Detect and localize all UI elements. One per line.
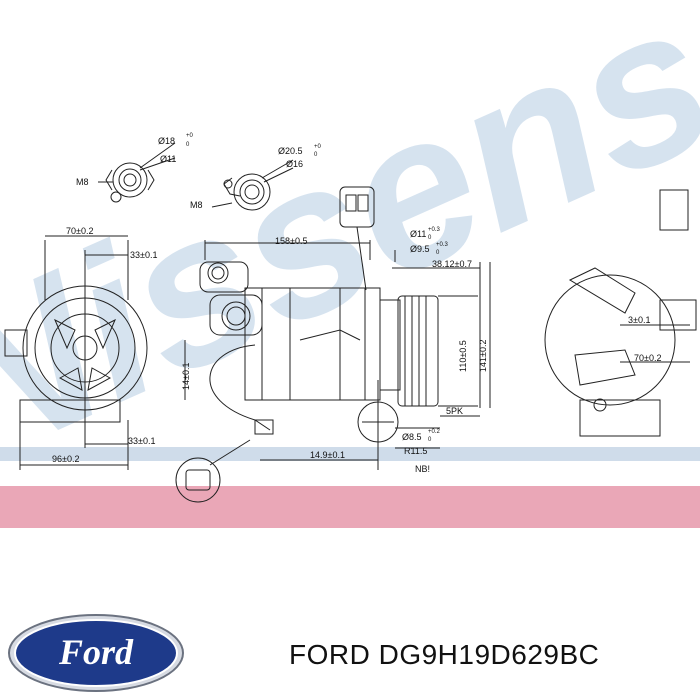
- connector-detail: [339, 186, 375, 291]
- dim-length: 158±0.5: [275, 236, 307, 246]
- dim-large-thread: M8: [190, 200, 203, 210]
- dim-pulley-offset: 38.12±0.7: [432, 259, 472, 269]
- dim-small-inner: Ø11: [160, 154, 176, 164]
- dim-radius: R11.5: [404, 446, 427, 456]
- dim-large-outer-tol-hi: +0: [314, 144, 322, 150]
- dim-left-offset-bottom: 33±0.1: [128, 436, 155, 446]
- dim-left-offset-top: 33±0.1: [130, 250, 157, 260]
- dim-large-outer: Ø20.5: [278, 146, 303, 156]
- dim-left-width-top: 70±0.2: [66, 226, 93, 236]
- left-end-view: [4, 235, 148, 470]
- dim-port-1: Ø11: [410, 229, 426, 239]
- dim-port-1-tol-lo: 0: [428, 235, 432, 241]
- dim-note: NB!: [415, 464, 430, 474]
- dim-small-outer-tol-lo: 0: [186, 142, 190, 148]
- small-fitting-detail: [98, 142, 176, 203]
- dim-port-2: Ø9.5: [410, 244, 430, 254]
- dim-large-inner: Ø16: [286, 159, 303, 169]
- dim-port-2-tol-lo: 0: [436, 250, 440, 256]
- dim-mount-hole-tol-hi: +0.2: [428, 429, 441, 435]
- dim-small-outer-tol-hi: +0: [186, 133, 194, 139]
- dim-belt: 5PK: [446, 406, 463, 416]
- ford-logo: Ford: [8, 614, 184, 692]
- large-fitting-detail: [211, 159, 294, 211]
- dim-mount-offset: 14.9±0.1: [310, 450, 345, 460]
- ford-logo-text: Ford: [58, 632, 134, 672]
- dim-pulley-dia: 110±0.5: [458, 340, 468, 372]
- dim-right-width: 70±0.2: [634, 353, 661, 363]
- dim-left-width-bottom: 96±0.2: [52, 454, 79, 464]
- dim-height-left: 14±0.1: [181, 363, 191, 390]
- dim-large-outer-tol-lo: 0: [314, 152, 318, 158]
- nissens-watermark: Nissens: [0, 0, 700, 528]
- dim-port-2-tol-hi: +0.3: [436, 242, 449, 248]
- dim-right-offset-small: 3±0.1: [628, 315, 650, 325]
- front-main-view: [184, 240, 491, 470]
- compressor-technical-drawing: Nissens: [0, 0, 700, 528]
- dimension-labels: M8 Ø18 +0 0 Ø11 M8 Ø20.5 +0 0 Ø16 70±0.2…: [52, 133, 661, 474]
- dim-small-outer: Ø18: [158, 136, 175, 146]
- dim-overall-height: 141±0.2: [478, 340, 488, 372]
- plug-detail: [175, 439, 251, 503]
- right-end-view: [544, 189, 697, 437]
- dim-mount-hole-tol-lo: 0: [428, 437, 432, 443]
- dim-mount-hole: Ø8.5: [402, 432, 422, 442]
- part-caption: FORD DG9H19D629BC: [289, 639, 600, 670]
- dim-port-1-tol-hi: +0.3: [428, 227, 441, 233]
- watermark-band-pink: [0, 486, 700, 528]
- dim-small-thread: M8: [76, 177, 89, 187]
- watermark-band-blue: [0, 447, 700, 461]
